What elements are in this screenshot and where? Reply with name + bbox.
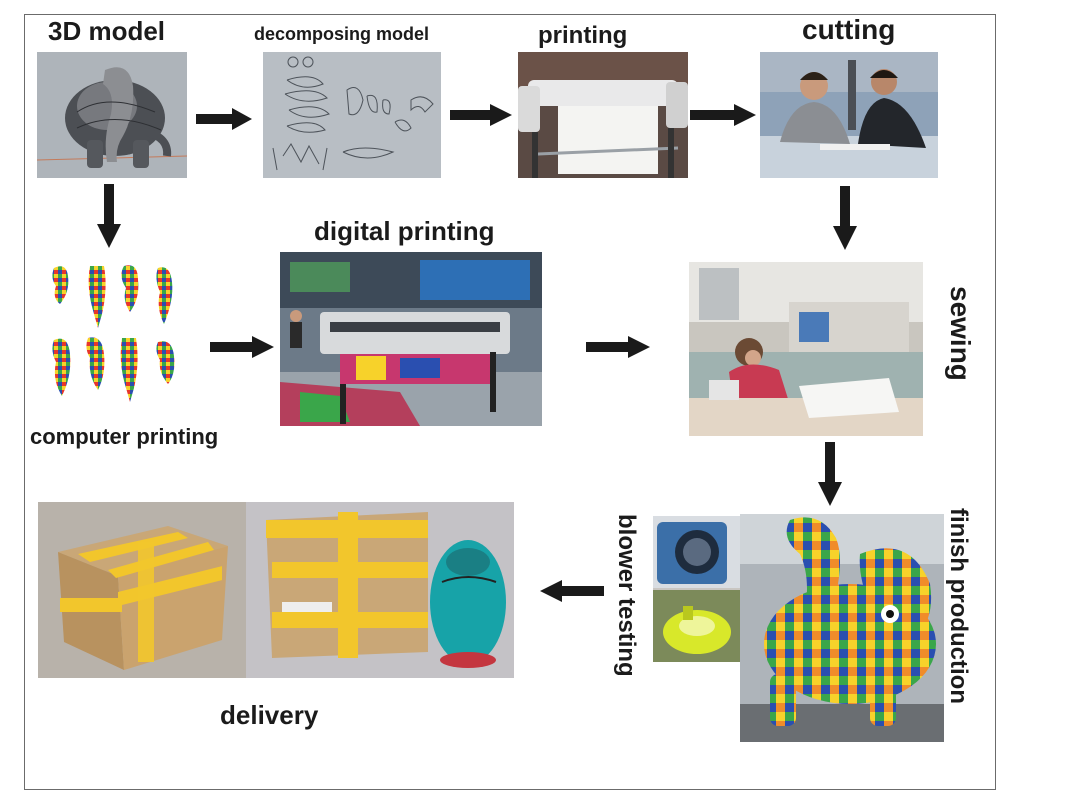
- photo-sewing: [689, 262, 923, 436]
- photo-finish-production: [740, 514, 944, 742]
- label-printing: printing: [538, 22, 628, 49]
- label-cutting: cutting: [802, 14, 896, 45]
- arrow-icon: [833, 186, 857, 250]
- arrow-icon: [450, 104, 512, 126]
- arrow-icon: [97, 184, 121, 248]
- photo-delivery-box: [38, 502, 246, 678]
- photo-blower-testing: [653, 516, 741, 662]
- label-delivery: delivery: [220, 700, 319, 730]
- photo-decomposing-model: [263, 52, 441, 178]
- photo-3d-model: [37, 52, 187, 178]
- label-blower-testing: blower testing: [613, 514, 640, 677]
- photo-digital-printing: [280, 252, 542, 426]
- label-decomposing-model: decomposing model: [254, 24, 430, 44]
- arrow-icon: [210, 336, 274, 358]
- label-sewing: sewing: [945, 286, 976, 381]
- photo-delivery-box-with-bag: [246, 502, 514, 678]
- photo-cutting: [760, 52, 938, 178]
- arrow-icon: [196, 108, 252, 130]
- label-computer-printing: computer printing: [30, 424, 219, 449]
- arrow-icon: [586, 336, 650, 358]
- photo-computer-printing: [46, 258, 186, 404]
- label-finish-production: finish production: [945, 508, 972, 704]
- arrow-icon: [818, 442, 842, 506]
- label-3d-model: 3D model: [48, 16, 166, 46]
- arrow-icon: [690, 104, 756, 126]
- photo-printing: [518, 52, 688, 178]
- diagram-frame: [24, 14, 996, 790]
- arrow-icon: [540, 580, 604, 602]
- label-digital-printing: digital printing: [314, 216, 495, 246]
